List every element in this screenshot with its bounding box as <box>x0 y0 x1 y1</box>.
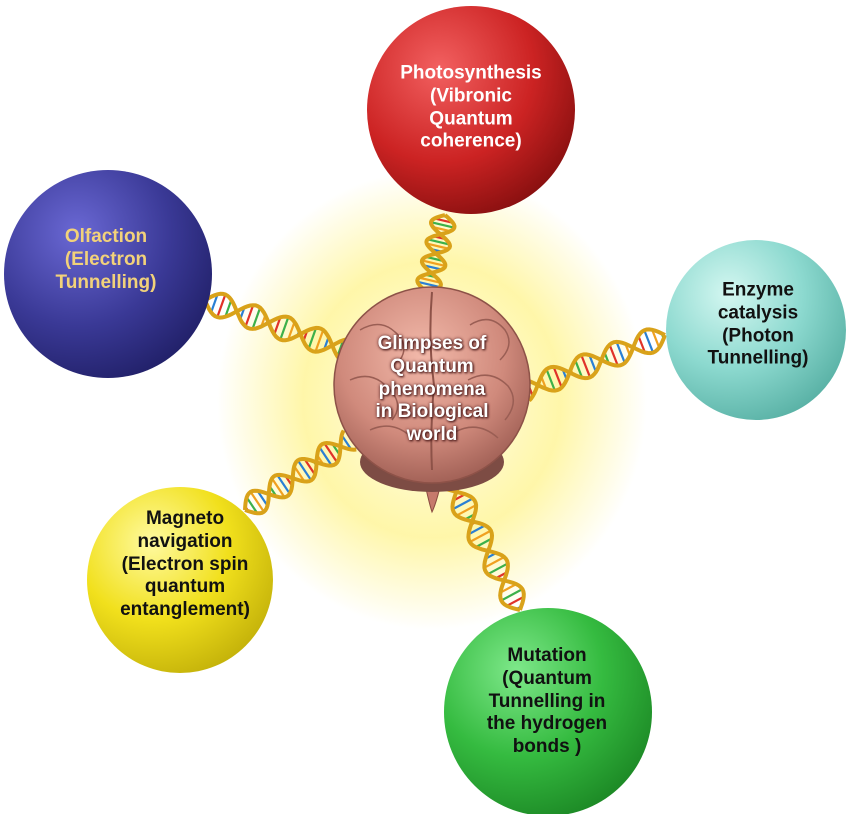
dna-rung <box>588 354 598 373</box>
dna-rung <box>487 562 509 576</box>
dna-rung <box>323 442 339 464</box>
dna-rung <box>318 446 333 467</box>
dna-rung <box>426 242 449 250</box>
dna-rung <box>314 329 325 353</box>
dna-rung <box>251 307 262 330</box>
dna-rung <box>469 529 492 543</box>
dna-rung <box>210 293 219 313</box>
dna-rung <box>245 496 259 514</box>
dna-rung <box>483 556 505 569</box>
dna-rung <box>256 490 269 507</box>
dna-rung <box>615 341 626 364</box>
dna-rung <box>580 354 592 378</box>
dna-strand <box>204 291 349 354</box>
dna-rung <box>427 238 450 246</box>
photosynthesis-node <box>367 6 575 214</box>
dna-rung <box>456 504 477 517</box>
dna-rung <box>430 221 455 229</box>
dna-rung <box>303 458 316 476</box>
dna-rung <box>271 477 286 498</box>
dna-rung <box>643 329 655 353</box>
brain-icon <box>333 286 531 514</box>
dna-rung <box>296 459 313 481</box>
dna-rung <box>216 294 227 318</box>
dna-strand <box>527 334 667 402</box>
dna-rung <box>574 359 584 379</box>
dna-helix-icon <box>412 213 457 304</box>
enzyme-catalysis-node <box>666 240 846 420</box>
dna-rung <box>287 321 296 341</box>
dna-rung <box>279 316 290 341</box>
dna-rung <box>244 304 255 327</box>
mutation-node <box>444 608 652 814</box>
dna-rung <box>637 335 646 353</box>
dna-rung <box>500 588 523 602</box>
dna-rung <box>276 474 291 495</box>
dna-strand <box>450 474 526 611</box>
dna-helix-icon <box>520 327 667 402</box>
dna-rung <box>608 344 619 367</box>
dna-rung <box>475 537 493 549</box>
dna-rung <box>417 280 441 289</box>
dna-rung <box>418 276 441 284</box>
dna-strand <box>243 429 346 511</box>
dna-rung <box>224 299 233 318</box>
dna-rung <box>249 491 265 513</box>
dna-rung <box>468 524 486 536</box>
dna-rung <box>421 259 446 267</box>
dna-strand <box>438 483 521 612</box>
dna-helix-icon <box>243 429 357 516</box>
dna-helix-connectors <box>203 213 667 612</box>
dna-strand <box>415 213 457 304</box>
dna-rung <box>452 497 474 511</box>
dna-rung <box>307 327 318 350</box>
olfaction-node <box>4 170 212 378</box>
dna-strand <box>203 299 343 363</box>
dna-rung <box>506 595 525 607</box>
dna-helix-icon <box>203 291 349 363</box>
dna-rung <box>340 434 353 451</box>
dna-strand <box>520 327 666 393</box>
dna-rung <box>552 366 563 388</box>
dna-strand <box>244 440 357 516</box>
magneto-navigation-node <box>87 487 273 673</box>
dna-rung <box>651 329 661 348</box>
dna-rung <box>293 465 306 483</box>
dna-rung <box>545 368 556 392</box>
dna-rung <box>499 583 517 594</box>
dna-rung <box>273 316 282 335</box>
